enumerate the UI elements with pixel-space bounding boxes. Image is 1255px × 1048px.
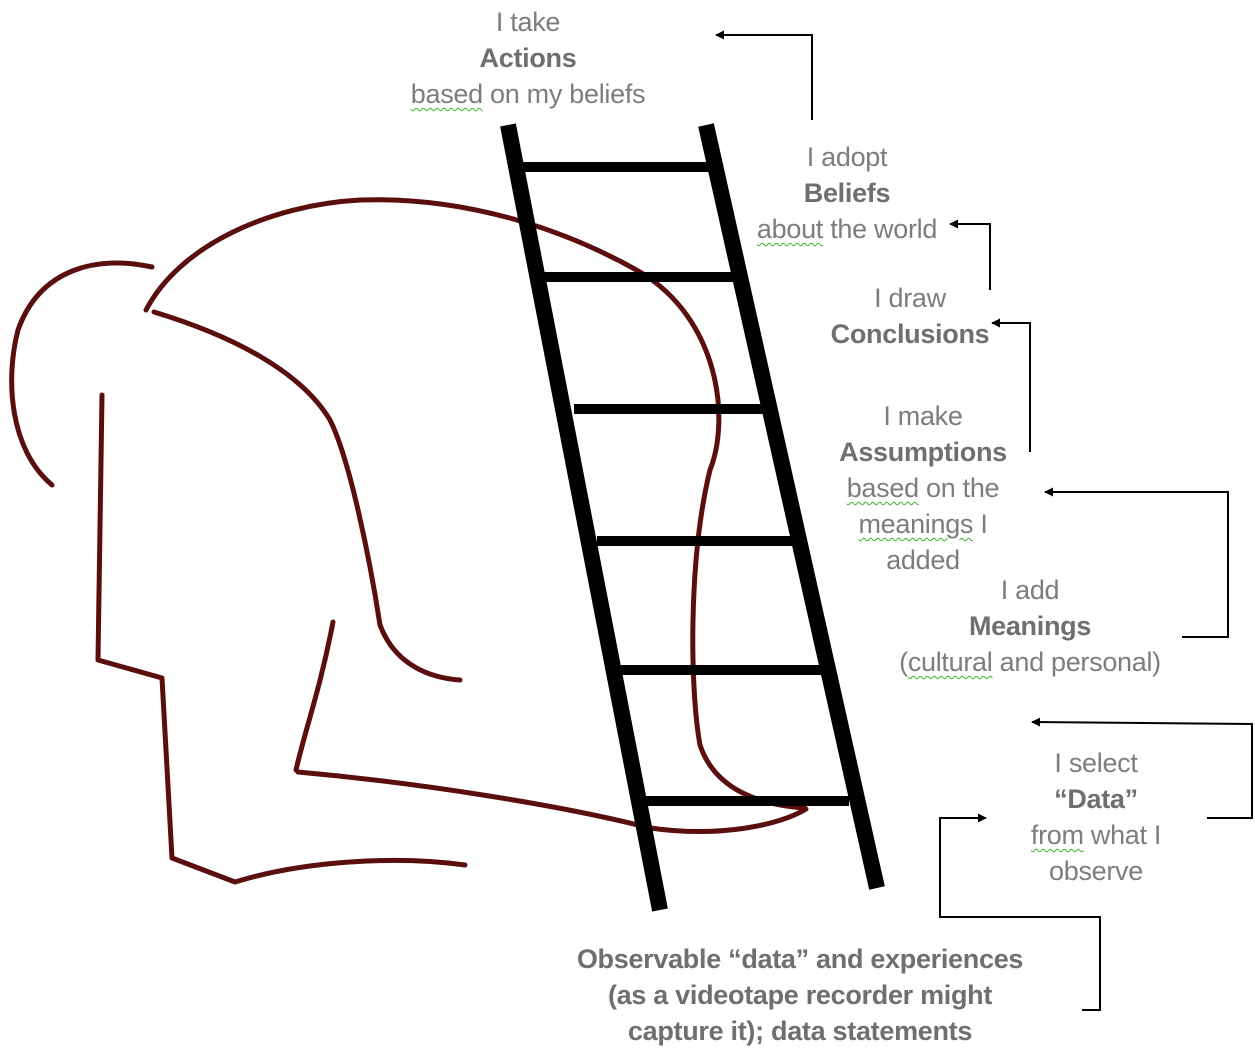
beliefs-squiggle-word: about [757,214,823,244]
rung-label-beliefs: I adopt Beliefs about the world [697,139,997,247]
data-line3: from what I [996,817,1196,853]
assumptions-line1: I make [773,398,1073,434]
actions-line1: I take [378,4,678,40]
data-rest: what I [1084,820,1161,850]
head-ear-curve [12,263,152,485]
head-top-curve [146,200,805,808]
actions-squiggle-word: based [411,79,483,109]
head-neck-line [98,395,465,882]
meanings-rest: and personal) [992,647,1160,677]
assumptions-key: Assumptions [773,434,1073,470]
head-face-line [154,312,460,680]
actions-rest: on my beliefs [483,79,645,109]
rung-label-conclusions: I draw Conclusions [760,280,1060,352]
beliefs-rest: the world [823,214,937,244]
assumptions-squiggle-word-2: meanings [858,509,973,539]
assumptions-line4: meanings I [773,506,1073,542]
meanings-line3: (cultural and personal) [880,644,1180,680]
observable-line1: Observable “data” and experiences [560,941,1040,977]
observable-data-label: Observable “data” and experiences (as a … [560,941,1040,1048]
assumptions-line3: based on the [773,470,1073,506]
beliefs-line3: about the world [697,211,997,247]
meanings-paren: ( [899,647,908,677]
actions-key: Actions [378,40,678,76]
rung-label-actions: I take Actions based on my beliefs [378,4,678,112]
assumptions-rest-1: on the [919,473,999,503]
rung-label-assumptions: I make Assumptions based on the meanings… [773,398,1073,578]
actions-line3: based on my beliefs [378,76,678,112]
rung-label-meanings: I add Meanings (cultural and personal) [880,572,1180,680]
arrow-beliefs-to-actions [716,35,812,120]
head-jaw-line [296,622,333,770]
conclusions-line1: I draw [760,280,1060,316]
data-key: “Data” [996,781,1196,817]
data-line1: I select [996,745,1196,781]
rung-label-data: I select “Data” from what I observe [996,745,1196,889]
beliefs-key: Beliefs [697,175,997,211]
beliefs-line1: I adopt [697,139,997,175]
observable-line3: capture it); data statements [560,1013,1040,1048]
conclusions-key: Conclusions [760,316,1060,352]
assumptions-squiggle-word-1: based [847,473,919,503]
data-line4: observe [996,853,1196,889]
assumptions-rest-2: I [973,509,987,539]
meanings-squiggle-word: cultural [908,647,993,677]
meanings-line1: I add [880,572,1180,608]
observable-line2: (as a videotape recorder might [560,977,1040,1013]
data-squiggle-word: from [1031,820,1084,850]
meanings-key: Meanings [880,608,1180,644]
